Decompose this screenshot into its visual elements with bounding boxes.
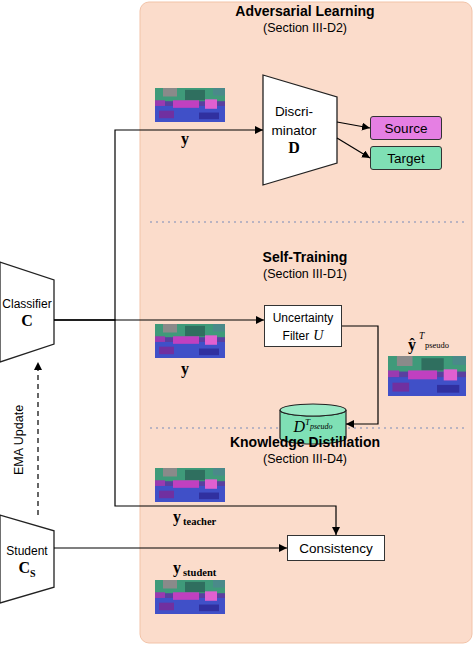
connector-arrow <box>337 122 370 128</box>
superscript: T <box>419 332 424 342</box>
node-text: Classifier <box>2 297 51 311</box>
node-content: Uncertainty FilterU <box>265 306 341 346</box>
node-text: Uncertainty Filter <box>273 311 334 343</box>
connector-arrow <box>54 319 264 320</box>
text-line: Consistency <box>299 539 373 557</box>
node-content: Consistency <box>288 536 384 560</box>
output-symbol: y <box>173 509 181 525</box>
node-content: StudentCS <box>0 515 54 603</box>
segmentation-map <box>155 468 225 502</box>
text-line: Classifier <box>2 294 51 312</box>
node-content: Discri- minatorD <box>263 75 337 185</box>
segmentation-map <box>388 356 466 396</box>
text-line: CS <box>18 559 35 577</box>
text-line: DTpseudo <box>293 418 332 436</box>
text-line: D <box>288 139 300 157</box>
node-text: Source <box>385 121 428 136</box>
connector-arrow <box>54 547 287 548</box>
network-block: StudentCS <box>0 515 54 603</box>
connector-arrow <box>37 362 38 515</box>
node-text: Discri- minator <box>271 104 316 137</box>
node-text: C <box>18 559 30 576</box>
connector-arrow <box>54 130 263 320</box>
text-line: Uncertainty FilterU <box>267 308 339 345</box>
node-text: U <box>313 328 323 343</box>
node-text: Target <box>387 151 425 166</box>
network-block: ClassifierC <box>0 262 54 362</box>
trapezoid-shape <box>0 515 54 603</box>
subscript: teacher <box>183 517 216 528</box>
node-content: Target <box>371 147 441 169</box>
text-line: Discri- minator <box>265 102 323 139</box>
connector-arrow <box>337 138 370 158</box>
output-box: Source <box>370 116 442 140</box>
connector-arrow <box>54 320 336 535</box>
connector-arrow <box>342 326 378 424</box>
subscript: pseudo <box>425 341 449 350</box>
text-line: Student <box>6 541 47 559</box>
node-text: Consistency <box>299 541 373 556</box>
segmentation-map <box>155 88 225 122</box>
section-title: Self-Training <box>263 250 348 264</box>
output-symbol: y <box>181 131 189 147</box>
section-separator <box>150 221 464 223</box>
node-text: C <box>21 312 33 329</box>
subscript: student <box>183 568 216 579</box>
node-text: pseudo <box>310 422 333 431</box>
node-content: Source <box>371 117 441 139</box>
node-text: S <box>30 568 36 579</box>
edge-label: EMA Update <box>13 405 26 475</box>
filter-box: Uncertainty FilterU <box>264 305 342 347</box>
section-ref: (Section III-D2) <box>263 22 347 35</box>
trapezoid-shape <box>263 75 337 185</box>
section-panel <box>140 2 472 643</box>
text-line: C <box>21 312 33 330</box>
discriminator-block: Discri- minatorD <box>263 75 337 185</box>
text-line: Source <box>385 119 428 137</box>
output-box: Target <box>370 146 442 170</box>
section-title: Knowledge Distillation <box>230 435 380 449</box>
output-symbol: y <box>181 361 189 377</box>
node-text: D <box>288 139 300 156</box>
section-title: Adversarial Learning <box>235 4 374 18</box>
output-symbol: ŷ <box>408 337 416 353</box>
section-ref: (Section III-D1) <box>263 268 347 281</box>
segmentation-map <box>155 580 225 614</box>
segmentation-map <box>155 324 225 358</box>
node-text: Student <box>6 544 47 558</box>
node-text: D <box>293 418 305 435</box>
node-text: T <box>305 417 310 427</box>
process-box: Consistency <box>287 535 385 561</box>
cylinder-top <box>280 404 346 416</box>
trapezoid-shape <box>0 262 54 362</box>
text-line: Target <box>387 149 425 167</box>
output-symbol: y <box>173 560 181 576</box>
node-content: ClassifierC <box>0 262 54 362</box>
section-ref: (Section III-D4) <box>263 453 347 466</box>
